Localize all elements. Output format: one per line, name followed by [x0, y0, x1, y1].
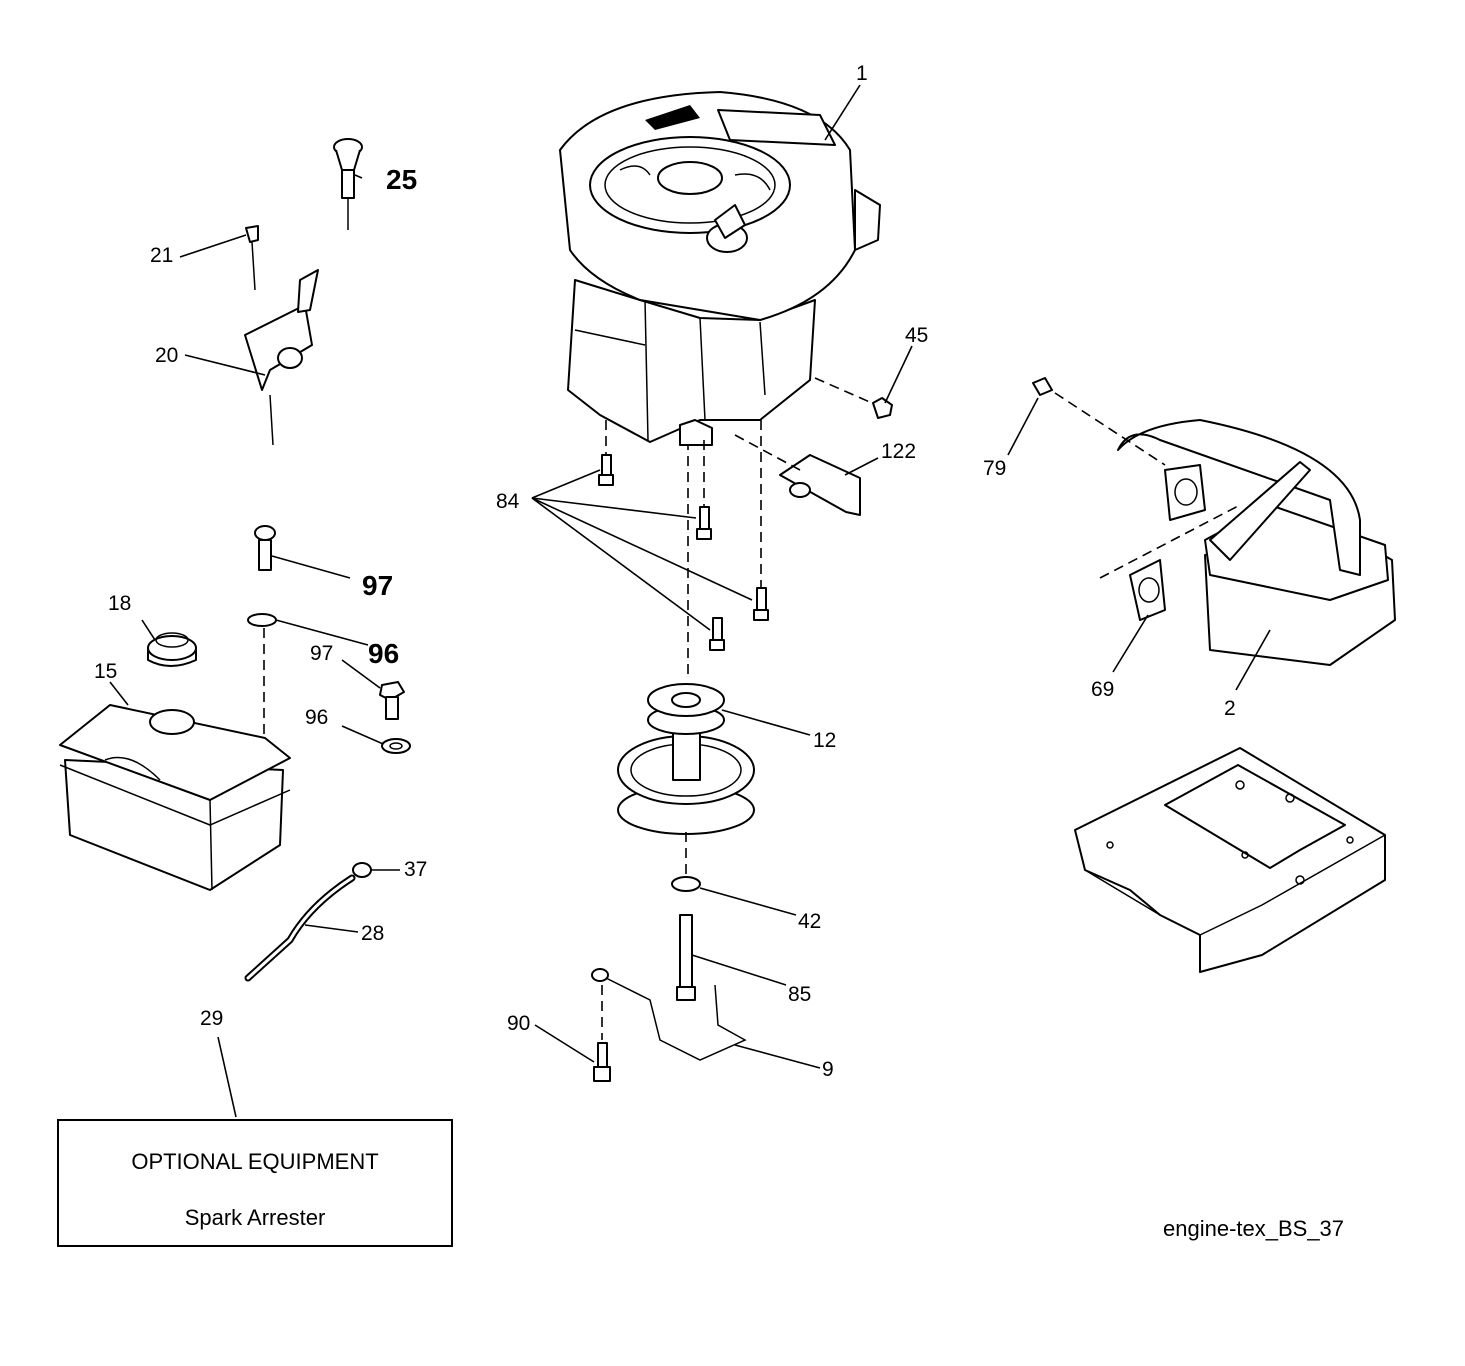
callout-18: 18 — [108, 592, 131, 615]
callout-2: 2 — [1224, 697, 1236, 720]
gas-cap-part — [147, 632, 197, 667]
callout-21: 21 — [150, 244, 173, 267]
pulley-bolt-part — [671, 876, 701, 1001]
callout-20: 20 — [155, 344, 178, 367]
throttle-control-part — [244, 225, 319, 446]
callout-45: 45 — [905, 324, 928, 347]
optional-equipment-subtitle: Spark Arrester — [184, 1205, 326, 1230]
callout-1: 1 — [856, 62, 868, 85]
leader-lines — [109, 84, 1271, 1118]
choke-knob-part — [333, 138, 363, 230]
engine-mount-plate-part — [1074, 747, 1386, 973]
clip-part — [734, 434, 861, 516]
callout-28: 28 — [361, 922, 384, 945]
fuel-tank-part — [59, 704, 291, 891]
optional-equipment-box: OPTIONAL EQUIPMENT Spark Arrester — [57, 1119, 453, 1247]
callout-96-small: 96 — [305, 706, 328, 729]
diagram-reference-code: engine-tex_BS_37 — [1163, 1216, 1345, 1241]
callout-42: 42 — [798, 910, 821, 933]
callout-97-large: 97 — [362, 570, 393, 601]
fuel-line-part — [244, 862, 372, 982]
callout-79: 79 — [983, 457, 1006, 480]
tank-bolt-part — [247, 525, 277, 800]
callout-29: 29 — [200, 1007, 223, 1030]
callout-12: 12 — [813, 729, 836, 752]
pulley-part — [617, 419, 755, 880]
callout-85: 85 — [788, 983, 811, 1006]
callout-90: 90 — [507, 1012, 530, 1035]
callout-96-large: 96 — [368, 638, 399, 669]
callout-9: 9 — [822, 1058, 834, 1081]
optional-equipment-title: OPTIONAL EQUIPMENT — [131, 1149, 379, 1174]
callout-97-mid: 97 — [310, 642, 333, 665]
muffler-part — [1032, 377, 1396, 666]
engine-bolts-part — [598, 420, 769, 651]
spare-bolt-part — [379, 681, 411, 754]
bracket-part — [591, 968, 747, 1082]
callout-25: 25 — [386, 164, 417, 195]
nut-part — [814, 377, 893, 419]
callout-15: 15 — [94, 660, 117, 683]
callout-84: 84 — [496, 490, 520, 513]
callout-37: 37 — [404, 858, 427, 881]
engine-part — [559, 91, 881, 443]
callout-122: 122 — [881, 440, 916, 463]
callout-69: 69 — [1091, 678, 1114, 701]
